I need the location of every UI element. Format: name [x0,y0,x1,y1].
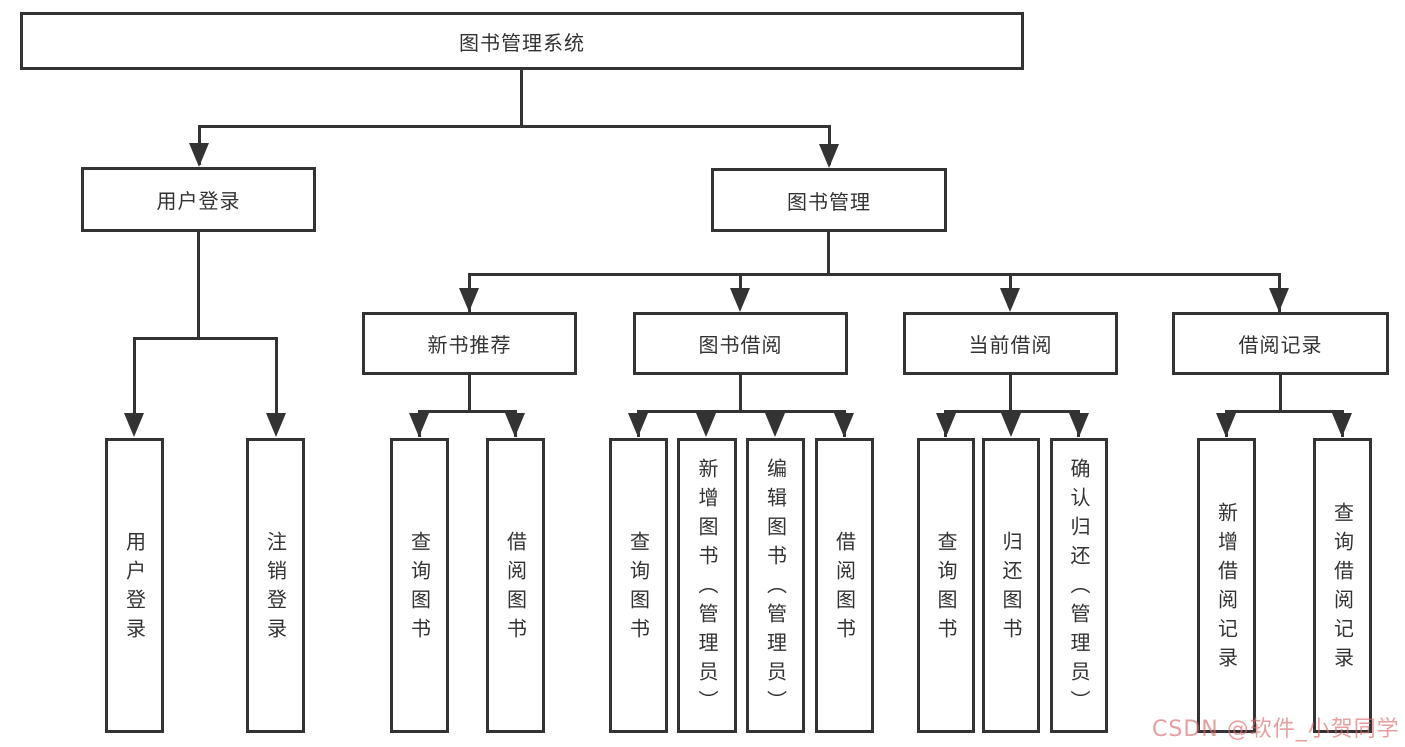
connector-borrow-records-split [1225,410,1344,437]
arrow-new-books-leaf-1 [505,413,525,437]
leaf-current-borrow-return: 归还图书 [982,438,1040,733]
leaf-current-borrow-confirm: 确认归还（管理员） [1050,438,1108,733]
connector-user-login-split [133,337,278,413]
arrow-into-leaf-user-login [124,413,144,437]
connector-book-mgmt-split [468,273,1281,312]
leaf-user-login: 用户登录 [105,438,164,733]
leaf-borrow-records-add: 新增借阅记录 [1197,438,1256,733]
node-new-books: 新书推荐 [362,312,577,375]
leaf-borrow-records-query: 查询借阅记录 [1313,438,1372,733]
arrow-book-borrow-leaf-0 [628,413,648,437]
node-book-borrow: 图书借阅 [633,312,848,375]
leaf-new-books-borrow: 借阅图书 [486,438,545,733]
leaf-book-borrow-query: 查询图书 [609,438,668,733]
arrow-book-borrow-leaf-1 [696,413,716,437]
arrow-into-current-borrow [1000,288,1020,312]
arrow-book-borrow-leaf-2 [765,413,785,437]
connector-root-stub [520,70,523,127]
node-current-borrow: 当前借阅 [903,312,1118,375]
arrow-current-borrow-leaf-1 [1001,413,1021,437]
connector-root-split [198,125,831,165]
connector-book-mgmt-stub [827,232,830,273]
connector-current-borrow-stub [1009,375,1012,410]
node-borrow-records: 借阅记录 [1172,312,1389,375]
node-book-mgmt: 图书管理 [711,168,947,232]
arrow-into-leaf-logout [266,413,286,437]
connector-new-books-split [418,410,517,437]
arrow-new-books-leaf-0 [409,413,429,437]
leaf-logout: 注销登录 [246,438,305,733]
leaf-current-borrow-query: 查询图书 [917,438,975,733]
leaf-book-borrow-edit: 编辑图书（管理员） [746,438,805,733]
connector-user-login-stub [197,232,200,337]
arrow-into-book-borrow [730,288,750,312]
arrow-current-borrow-leaf-0 [936,413,956,437]
arrow-into-new-books [459,288,479,312]
node-root: 图书管理系统 [20,12,1024,70]
arrow-borrow-records-leaf-0 [1216,413,1236,437]
connector-new-books-stub [468,375,471,410]
connector-book-borrow-stub [739,375,742,410]
connector-borrow-records-stub [1279,375,1282,410]
arrow-current-borrow-leaf-2 [1069,413,1089,437]
arrow-into-borrow-records [1269,288,1289,312]
connector-book-borrow-drop [739,273,742,293]
arrow-into-user-login [189,143,209,167]
leaf-new-books-query: 查询图书 [390,438,449,733]
leaf-book-borrow-add: 新增图书（管理员） [677,438,737,733]
arrow-borrow-records-leaf-1 [1332,413,1352,437]
connector-current-borrow-drop [1009,273,1012,293]
leaf-book-borrow-borrow: 借阅图书 [815,438,874,733]
csdn-watermark: CSDN @软件_小贺同学 [1152,717,1400,742]
arrow-book-borrow-leaf-3 [834,413,854,437]
connector-book-borrow-split [637,410,846,437]
arrow-into-book-mgmt [819,144,839,168]
node-user-login: 用户登录 [81,167,316,232]
